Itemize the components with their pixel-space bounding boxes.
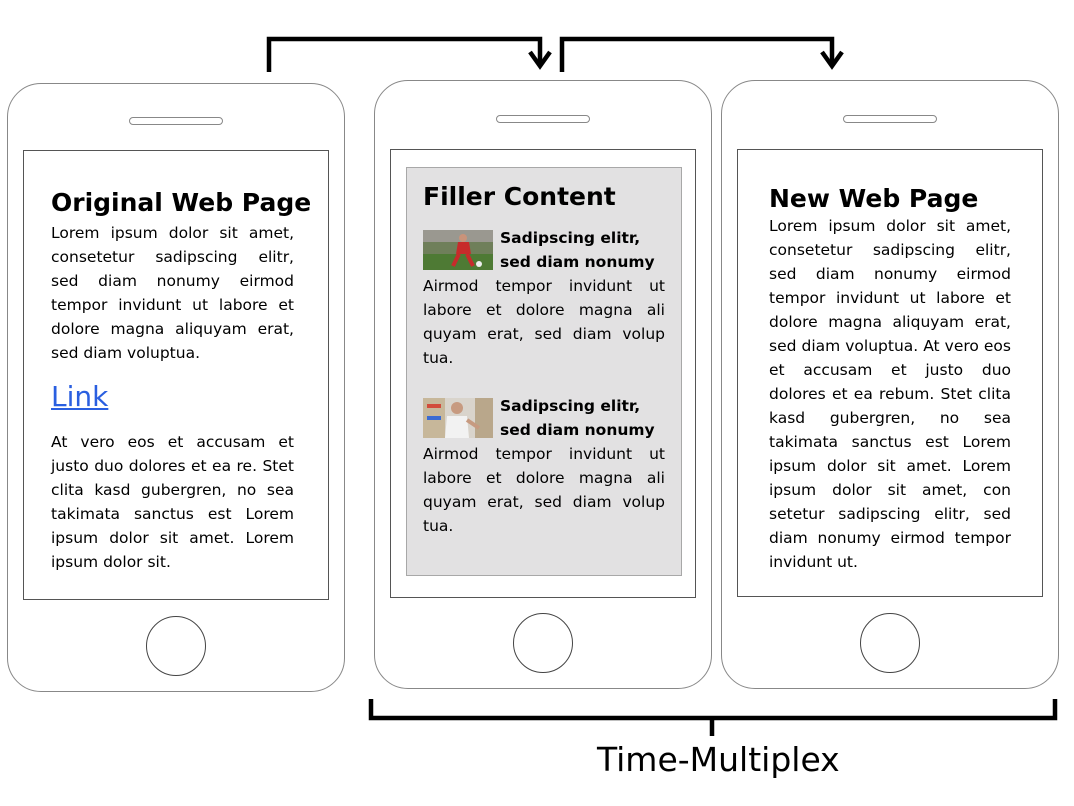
- phone-filler: Filler Content Sadipscing elitr, sed dia…: [374, 80, 712, 689]
- speaker-slot: [496, 115, 590, 123]
- screen-new: New Web Page Lorem ipsum dolor sit amet,…: [737, 149, 1043, 597]
- arrow-filler-to-new: [559, 36, 835, 72]
- shopper-thumbnail-icon: [423, 398, 493, 438]
- screen-original: Original Web Page Lorem ipsum dolor sit …: [23, 150, 329, 600]
- phone-new: New Web Page Lorem ipsum dolor sit amet,…: [721, 80, 1059, 689]
- phone-original: Original Web Page Lorem ipsum dolor sit …: [7, 83, 345, 692]
- link[interactable]: Link: [51, 380, 109, 413]
- time-multiplex-bracket: [368, 699, 1058, 736]
- filler-item-2-body: Airmod tempor invidunt ut labore et dolo…: [423, 445, 665, 535]
- filler-item-2-heading: Sadipscing elitr, sed diam nonumy: [500, 397, 655, 439]
- arrow-original-to-filler: [266, 36, 543, 72]
- page-title-new: New Web Page: [769, 184, 979, 213]
- home-button: [513, 613, 573, 673]
- arrowhead-new: [820, 50, 844, 70]
- paragraph-new: Lorem ipsum dolor sit amet, consetetur s…: [769, 217, 1011, 571]
- home-button: [860, 613, 920, 673]
- speaker-slot: [843, 115, 937, 123]
- time-multiplex-caption: Time-Multiplex: [597, 740, 840, 779]
- soccer-player-thumbnail-icon: [423, 230, 493, 270]
- page-title-filler: Filler Content: [423, 182, 616, 211]
- screen-filler: Filler Content Sadipscing elitr, sed dia…: [390, 149, 696, 598]
- page-title-original: Original Web Page: [51, 188, 312, 217]
- arrowhead-filler: [528, 50, 552, 70]
- home-button: [146, 616, 206, 676]
- filler-content-panel: Filler Content Sadipscing elitr, sed dia…: [406, 167, 682, 576]
- filler-item-1-body: Airmod tempor invidunt ut labore et dolo…: [423, 277, 665, 367]
- paragraph-original-1: Lorem ipsum dolor sit amet, consetetur s…: [51, 224, 294, 362]
- filler-item-1-heading: Sadipscing elitr, sed diam nonumy: [500, 229, 655, 271]
- speaker-slot: [129, 117, 223, 125]
- paragraph-original-2: At vero eos et accusam et justo duo dolo…: [51, 433, 294, 571]
